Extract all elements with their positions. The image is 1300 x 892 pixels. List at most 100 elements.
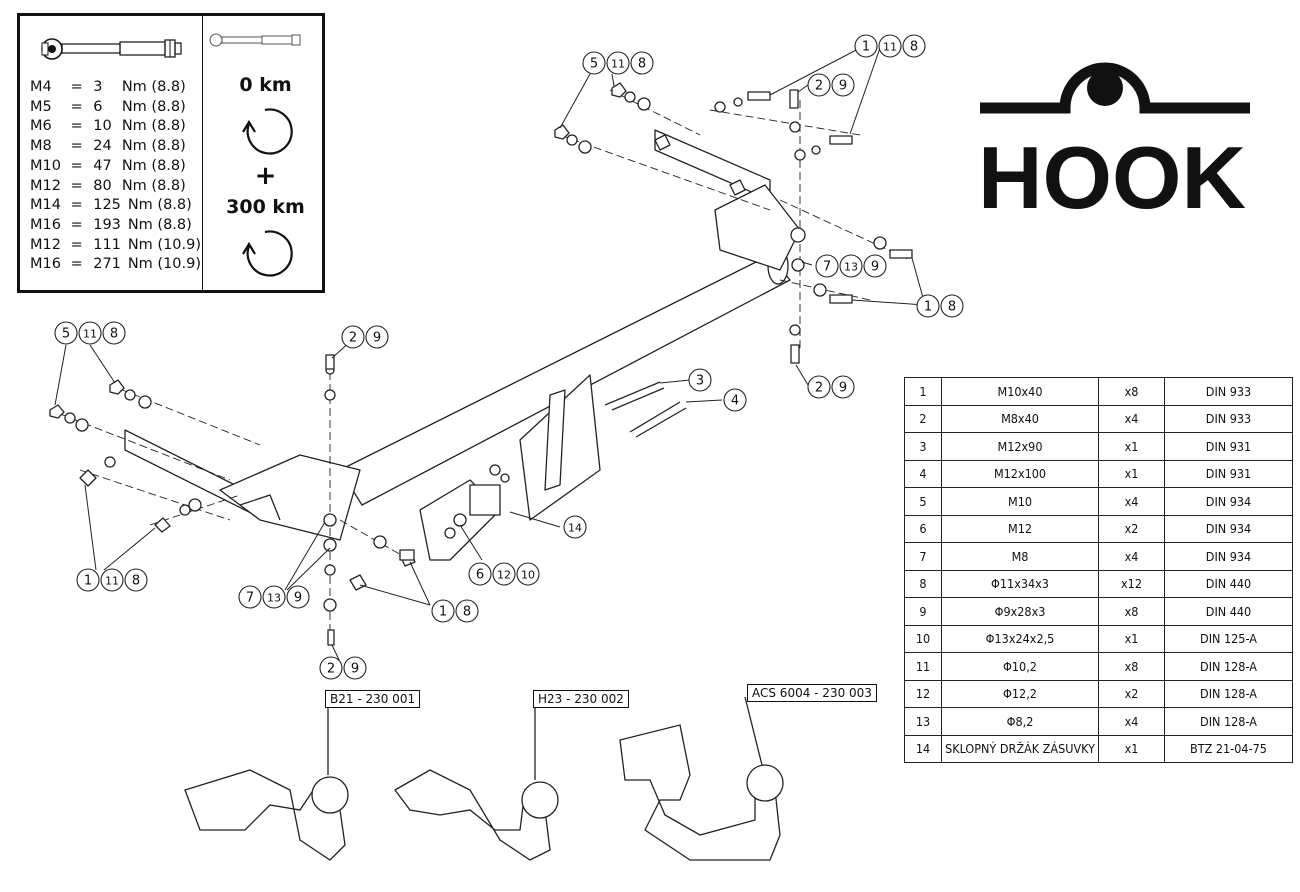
parts-cell-no: 11 [904, 652, 942, 681]
torque-row: M12 = 111 Nm (10.9) [30, 236, 201, 256]
torque-row: M16 = 193 Nm (8.8) [30, 216, 201, 236]
callout-number: 9 [839, 381, 847, 396]
torque-size: M12 [30, 236, 61, 253]
callout-circle [102, 321, 126, 345]
parts-cell-name: M8 [941, 542, 1099, 571]
callout-circle [723, 388, 747, 412]
parts-cell-no: 10 [904, 624, 942, 653]
torque-row: M4 = 3 Nm (8.8) [30, 78, 201, 98]
variant-label-h23: H23 - 230 002 [533, 690, 629, 708]
parts-cell-no: 3 [904, 432, 942, 461]
parts-cell-std: DIN 934 [1164, 514, 1293, 543]
torque-value: 271 [93, 256, 121, 273]
parts-cell-std: DIN 440 [1164, 569, 1293, 598]
torque-row: M14 = 125 Nm (8.8) [30, 196, 201, 216]
torque-size: M10 [30, 157, 61, 174]
torque-eq: = [70, 138, 83, 155]
callout-circle [902, 34, 926, 58]
parts-cell-no: 6 [904, 514, 942, 543]
callout-circle [343, 656, 367, 680]
torque-value: 111 [93, 236, 121, 253]
callout-circle [807, 375, 831, 399]
variant-label-b21: B21 - 230 001 [325, 690, 421, 708]
callout-group: 4 [723, 388, 747, 412]
callout-circle [262, 585, 286, 609]
callout-number: 9 [294, 591, 302, 606]
parts-cell-name: Φ12,2 [941, 679, 1099, 708]
torque-eq: = [70, 157, 83, 174]
parts-cell-qty: x4 [1098, 404, 1165, 433]
callout-number: 5 [590, 57, 598, 72]
callout-number: 8 [132, 574, 140, 589]
torque-row: M16 = 271 Nm (10.9) [30, 255, 201, 275]
callout-circle [54, 321, 78, 345]
torque-unit: Nm (10.9) [127, 256, 202, 273]
torque-wrench-icon [41, 38, 182, 60]
callout-circle [582, 51, 606, 75]
parts-cell-qty: x12 [1098, 569, 1165, 598]
parts-cell-std: DIN 933 [1164, 377, 1293, 406]
parts-cell-no: 14 [904, 734, 942, 763]
torque-table-box: M4 = 3 Nm (8.8)M5 = 6 Nm (8.8)M6 = 10 Nm… [17, 13, 325, 293]
torque-size: M4 [30, 79, 52, 95]
km-first-label: 0 km [239, 74, 292, 96]
callout-number: 4 [731, 394, 739, 409]
torque-eq: = [70, 118, 83, 135]
plus-sign: + [254, 161, 277, 191]
parts-cell-std: DIN 125-A [1164, 624, 1293, 653]
torque-size: M6 [30, 118, 52, 135]
callout-circle [916, 294, 940, 318]
callout-circle [341, 325, 365, 349]
torque-row: M5 = 6 Nm (8.8) [30, 98, 201, 118]
torque-value: 47 [93, 157, 112, 174]
callout-group: 14 [563, 515, 587, 539]
callout-circle [807, 73, 831, 97]
callout-circle [455, 599, 479, 623]
parts-cell-no: 5 [904, 487, 942, 516]
torque-size: M16 [30, 256, 61, 273]
callout-circle [606, 51, 630, 75]
parts-cell-std: DIN 440 [1164, 597, 1293, 626]
callout-number: 2 [815, 79, 823, 94]
callout-number: 9 [373, 331, 381, 346]
torque-unit: Nm (8.8) [121, 79, 186, 95]
callout-number: 9 [871, 260, 879, 275]
callout-number: 10 [521, 569, 535, 582]
callout-circle [431, 599, 455, 623]
torque-value: 125 [93, 197, 121, 214]
callout-circle [286, 585, 310, 609]
parts-cell-name: M12x90 [941, 432, 1099, 461]
callout-number: 11 [83, 328, 97, 341]
parts-cell-name: Φ11x34x3 [941, 569, 1099, 598]
callout-number: 1 [439, 605, 447, 620]
torque-eq: = [70, 236, 83, 253]
torque-row: M12 = 80 Nm (8.8) [30, 177, 201, 197]
callout-circle [124, 568, 148, 592]
rotate-second-icon [242, 230, 293, 277]
callout-circle [878, 34, 902, 58]
parts-cell-std: DIN 934 [1164, 542, 1293, 571]
callout-circle [854, 34, 878, 58]
torque-eq: = [70, 197, 83, 214]
callout-number: 3 [696, 374, 704, 389]
callout-circle [563, 515, 587, 539]
callout-number: 8 [638, 57, 646, 72]
torque-value: 80 [93, 177, 112, 194]
parts-cell-no: 12 [904, 679, 942, 708]
hook-logo: HOOK [978, 62, 1250, 227]
torque-unit: Nm (8.8) [127, 197, 192, 214]
